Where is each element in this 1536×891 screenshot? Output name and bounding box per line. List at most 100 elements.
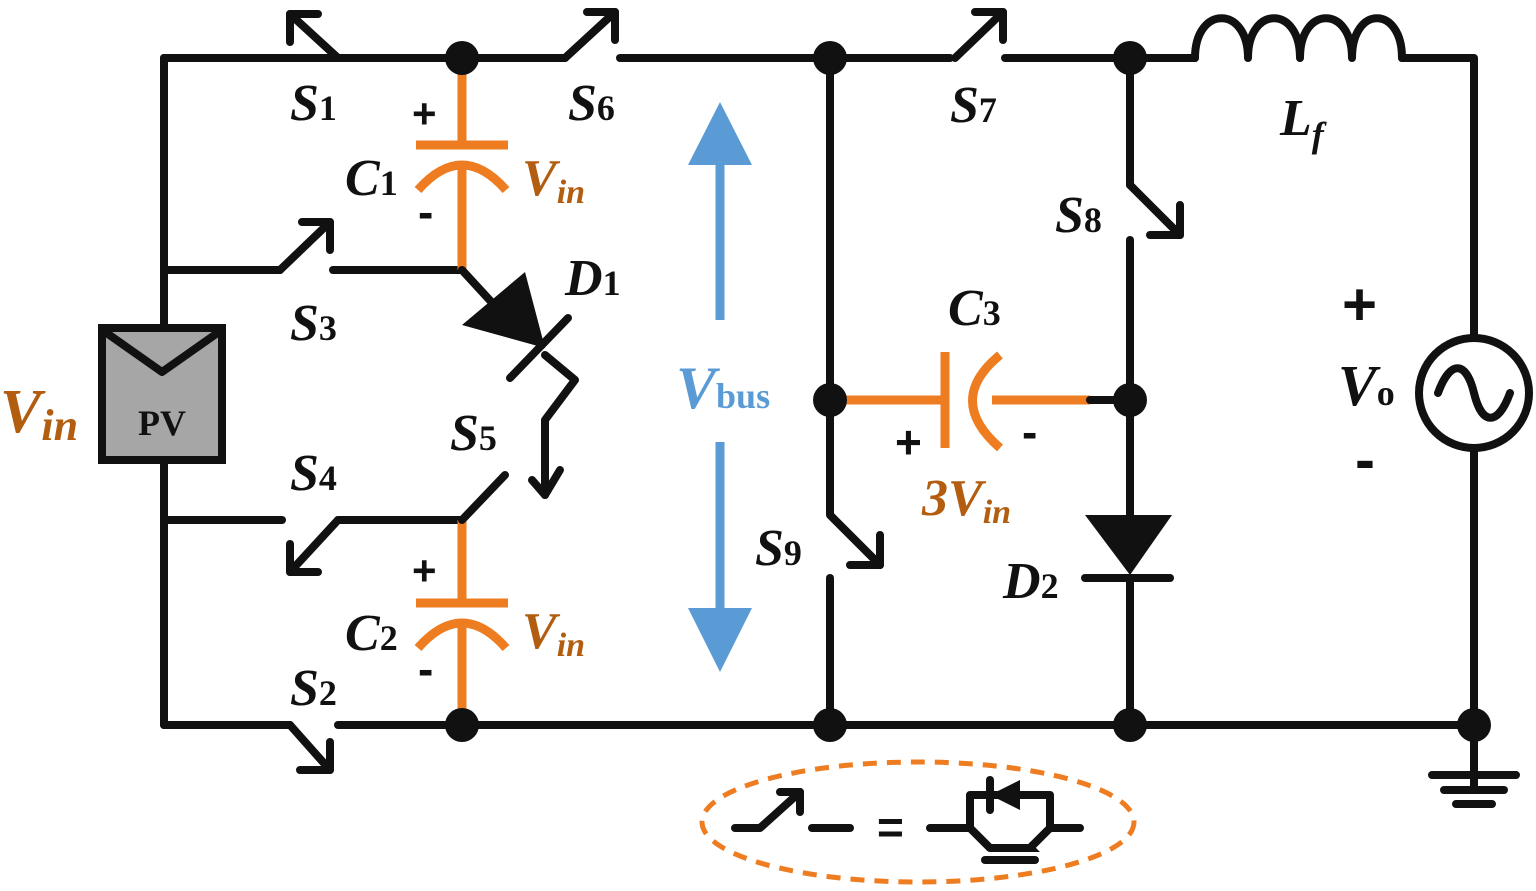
s6-arrow-head	[583, 8, 619, 44]
s4-arrow-head	[286, 540, 322, 576]
d1-bar	[506, 314, 572, 382]
c3-voltage-label: 3Vin	[921, 470, 1011, 531]
bus-voltage-label: Vbus	[676, 355, 770, 421]
switch-s5	[528, 466, 564, 499]
s2-blade	[286, 721, 334, 774]
input-voltage-label: Vin	[0, 378, 78, 450]
legend-switch-blade	[731, 788, 804, 832]
legend-switch-arrow-head	[776, 788, 804, 816]
vo-plus-sign: +	[1342, 271, 1377, 338]
s4-blade	[286, 516, 342, 576]
junction-node	[1457, 708, 1491, 742]
d2-triangle	[1085, 515, 1172, 575]
s6-blade	[561, 8, 619, 62]
capacitor-c1	[414, 140, 510, 194]
vo-minus-sign: -	[1355, 426, 1375, 493]
c2-curved-plate	[414, 618, 510, 652]
sine-icon	[1434, 364, 1514, 422]
diode-d1	[462, 272, 572, 382]
d2-label: D2	[1002, 553, 1059, 610]
c2-label: C2	[345, 605, 398, 662]
switch-s2	[286, 721, 334, 774]
c3-label: C3	[948, 280, 1001, 337]
vbus-arrow-down-head	[688, 608, 752, 672]
junction-node	[1113, 708, 1147, 742]
switch-legend: =	[699, 759, 1137, 885]
switch-s6	[561, 8, 619, 62]
diode-labels: D1 D2	[564, 250, 1059, 610]
switch-s9	[826, 486, 884, 569]
switch-s4	[286, 516, 342, 576]
s3-arrow-head	[298, 218, 334, 254]
capacitor-labels: C1 + - Vin C2 + - Vin C3 + - 3Vin	[345, 90, 1037, 695]
legend-dashed-outline	[699, 759, 1137, 885]
pv-panel-chevron	[104, 330, 220, 376]
s8-arrow-head	[1146, 201, 1184, 239]
d1-label: D1	[564, 250, 621, 307]
junction-node	[1113, 41, 1147, 75]
inductor-label: Lf	[1279, 90, 1327, 155]
junction-node	[445, 41, 479, 75]
s7-label: S7	[950, 77, 997, 134]
c3-plus-sign: +	[895, 416, 922, 468]
s8-label: S8	[1055, 187, 1102, 244]
junction-node	[813, 41, 847, 75]
junction-node	[445, 708, 479, 742]
s2-arrow-head	[296, 738, 334, 774]
s9-blade	[826, 486, 884, 569]
s3-label: S3	[290, 295, 337, 352]
ground-icon	[1428, 771, 1520, 808]
switch-labels: S1 S2 S3 S4 S5 S6 S7 S8 S9	[290, 75, 1102, 717]
s8-blade	[1126, 181, 1184, 239]
s2-label: S2	[290, 660, 337, 717]
s7-arrow-head	[971, 8, 1007, 44]
junction-node	[813, 383, 847, 417]
capacitor-c3	[940, 351, 1003, 452]
d1-triangle	[462, 272, 545, 348]
junction-node	[813, 708, 847, 742]
c2-plus-sign: +	[412, 547, 437, 594]
c1-plus-sign: +	[412, 90, 437, 137]
s4-label: S4	[290, 445, 337, 502]
c1-voltage-label: Vin	[522, 150, 585, 211]
vo-label: Vo	[1338, 353, 1395, 418]
c2-minus-sign: -	[418, 643, 433, 695]
s5-label: S5	[450, 405, 497, 462]
vbus-arrow	[688, 102, 752, 672]
switch-s1	[286, 10, 342, 62]
inductor-lf	[1191, 14, 1406, 62]
pv-panel-text: PV	[138, 403, 186, 443]
igbt-icon	[926, 776, 1084, 864]
s1-label: S1	[290, 75, 337, 132]
pv-panel-body	[98, 324, 226, 464]
s3-blade	[276, 218, 334, 274]
pv-panel: PV	[98, 324, 226, 464]
s9-label: S9	[755, 520, 802, 577]
s5-lower-lead	[458, 471, 509, 524]
s6-label: S6	[568, 75, 615, 132]
output-voltage-label: + Vo -	[1338, 271, 1395, 493]
c2-voltage-label: Vin	[522, 603, 585, 664]
vbus-arrow-up-head	[688, 102, 752, 165]
right-rail-wire	[1398, 54, 1478, 729]
c1-label: C1	[345, 150, 398, 207]
switch-s3	[276, 218, 334, 274]
c3-minus-sign: -	[1022, 406, 1037, 458]
c1-curved-plate	[414, 160, 510, 194]
wires	[160, 54, 1478, 794]
legend-equals-sign: =	[877, 801, 904, 853]
junction-node	[1113, 383, 1147, 417]
ac-source	[1415, 334, 1533, 452]
switch-s7	[951, 8, 1007, 62]
capacitor-c2	[414, 598, 510, 652]
s5-arrow-head	[528, 466, 564, 499]
c3-curved-plate	[968, 351, 1003, 452]
s1-blade	[286, 10, 342, 62]
switch-s8	[1126, 181, 1184, 239]
s9-arrow-head	[846, 531, 884, 569]
d1-cathode-lead	[541, 351, 579, 479]
s1-arrow-head	[286, 10, 322, 46]
junction-nodes	[445, 41, 1491, 742]
s7-blade	[951, 8, 1007, 62]
